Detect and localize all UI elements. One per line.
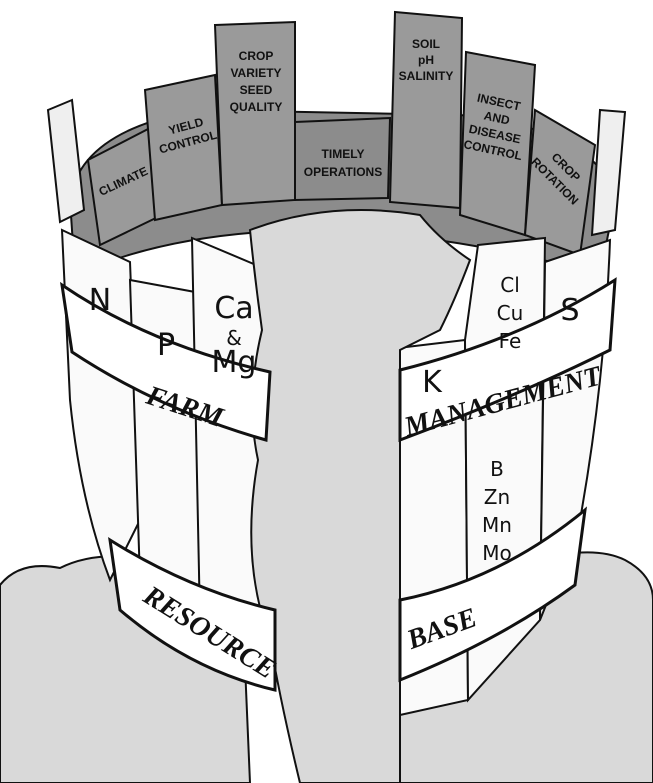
nutrient-k: K: [422, 365, 443, 400]
label-soil-2: pH: [418, 53, 434, 67]
nutrient-mg: Mg: [212, 345, 257, 380]
label-soil-3: SALINITY: [399, 69, 454, 83]
nutrient-cu: Cu: [497, 301, 524, 325]
nutrient-mn: Mn: [482, 513, 512, 537]
label-crop-3: SEED: [240, 83, 273, 97]
nutrient-zn: Zn: [484, 485, 510, 509]
nutrient-cl: Cl: [500, 273, 520, 297]
label-crop-1: CROP: [239, 49, 274, 63]
nutrient-b: B: [490, 457, 504, 481]
stave-left-back: [48, 100, 84, 222]
nutrient-mo: Mo: [482, 541, 512, 565]
nutrient-ca: Ca: [214, 291, 253, 326]
stave-right-back: [592, 110, 625, 235]
label-crop-4: QUALITY: [230, 100, 283, 114]
nutrient-n: N: [89, 283, 111, 318]
label-timely-2: OPERATIONS: [304, 165, 382, 179]
nutrient-fe: Fe: [499, 329, 522, 353]
label-soil-1: SOIL: [412, 37, 440, 51]
nutrient-p: P: [157, 328, 175, 363]
label-crop-2: VARIETY: [230, 66, 281, 80]
nutrient-s: S: [560, 293, 579, 328]
label-timely-1: TIMELY: [322, 147, 365, 161]
